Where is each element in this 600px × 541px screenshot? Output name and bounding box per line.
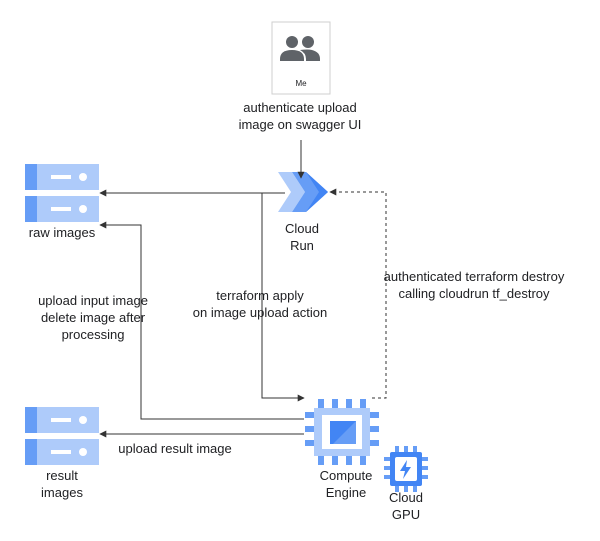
upload-input-label-line2: delete image after — [40, 310, 146, 325]
raw-images-label: raw images — [28, 225, 96, 240]
compute-engine-icon — [305, 399, 379, 465]
edge-terraform-destroy — [329, 188, 387, 399]
upload-input-label-line1: upload input image — [38, 293, 148, 308]
compute-engine-label-line1: Compute — [319, 468, 373, 483]
result-images-label-line1: result — [46, 468, 78, 483]
terraform-destroy-label-line2: calling cloudrun tf_destroy — [398, 286, 550, 301]
cloud-gpu-label-line2: GPU — [391, 507, 421, 522]
cloud-run-label-line1: Cloud — [285, 221, 319, 236]
cloud-gpu-label: Cloud GPU — [381, 489, 431, 523]
edge-upload-input — [99, 221, 304, 420]
upload-input-label: upload input image delete image after pr… — [18, 292, 168, 343]
edge-terraform-apply — [261, 192, 305, 402]
terraform-apply-label: terraform apply on image upload action — [185, 287, 335, 321]
terraform-destroy-label: authenticated terraform destroy calling … — [372, 268, 576, 302]
result-images-label-line2: images — [41, 485, 83, 500]
gpu-icon — [384, 446, 428, 492]
result-images-label: result images — [22, 467, 102, 501]
raw-images-storage-icon — [25, 164, 99, 222]
cloud-run-label-line2: Run — [290, 238, 314, 253]
cloud-run-icon — [278, 172, 328, 212]
people-icon — [280, 36, 320, 61]
result-images-storage-icon — [25, 407, 99, 465]
terraform-apply-label-line2: on image upload action — [192, 305, 328, 320]
authenticate-label-line1: authenticate upload — [243, 100, 357, 115]
authenticate-label: authenticate upload image on swagger UI — [230, 99, 370, 133]
terraform-destroy-label-line1: authenticated terraform destroy — [383, 269, 565, 284]
me-label: Me — [295, 79, 307, 88]
terraform-apply-label-line1: terraform apply — [216, 288, 304, 303]
compute-engine-label-line2: Engine — [325, 485, 367, 500]
cloud-run-label: Cloud Run — [272, 220, 332, 254]
me-node: Me — [271, 21, 331, 95]
authenticate-label-line2: image on swagger UI — [238, 117, 362, 132]
upload-input-label-line3: processing — [61, 327, 125, 342]
upload-result-label: upload result image — [118, 441, 232, 456]
cloud-gpu-label-line1: Cloud — [389, 490, 423, 505]
compute-engine-label: Compute Engine — [311, 467, 381, 501]
